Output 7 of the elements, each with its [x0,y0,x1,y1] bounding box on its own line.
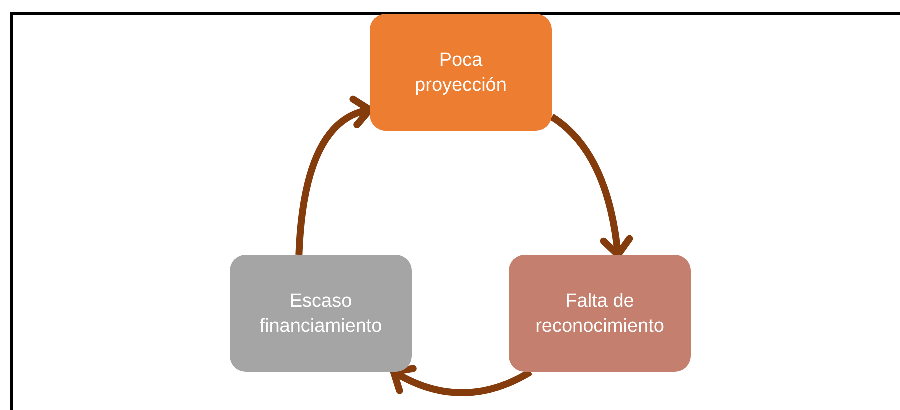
box-label: Escaso financiamiento [258,290,384,338]
box-label: Poca proyección [414,48,508,98]
process-box [230,255,412,372]
process-box [370,14,552,131]
process-box [509,255,691,372]
curved-arrow [390,364,533,396]
box-label: Falta de reconocimiento [534,290,666,338]
